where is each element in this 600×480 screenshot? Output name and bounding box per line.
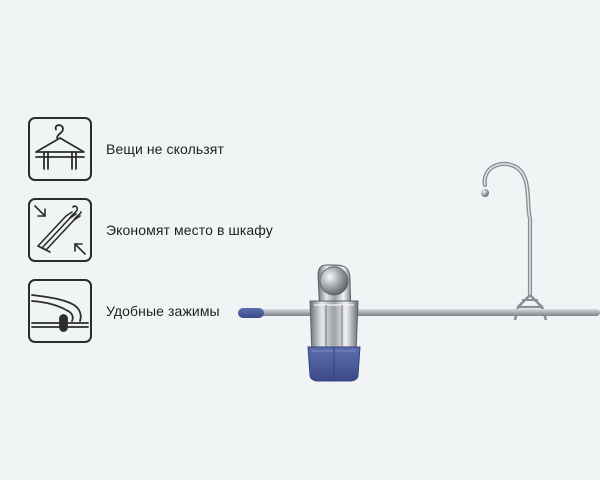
feature-non-slip: Вещи не скользят — [28, 117, 224, 181]
clip-hanger-image — [230, 155, 600, 385]
feature-convenient-clips: Удобные зажимы — [28, 279, 220, 343]
hanger-non-slip-icon — [28, 117, 92, 181]
feature-label: Удобные зажимы — [106, 303, 220, 319]
compact-stacked-hangers-icon — [28, 198, 92, 262]
feature-label: Вещи не скользят — [106, 141, 224, 157]
feature-label: Экономят место в шкафу — [106, 222, 273, 238]
clip-grip-icon — [28, 279, 92, 343]
feature-space-saving: Экономят место в шкафу — [28, 198, 273, 262]
